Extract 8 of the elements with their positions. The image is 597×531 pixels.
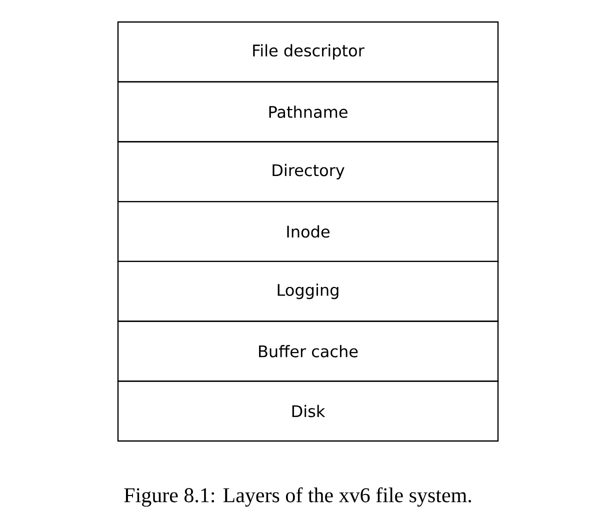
layer-box: Inode	[117, 200, 499, 262]
layer-box: File descriptor	[117, 21, 499, 82]
layer-box: Pathname	[117, 81, 499, 142]
caption: Figure 8.1: Layers of the xv6 file system.	[124, 487, 472, 507]
layer-box: Buffer cache	[117, 320, 499, 382]
layer-box: Disk	[117, 380, 499, 442]
layer-box: Directory	[117, 141, 499, 202]
layer-box: Logging	[117, 260, 499, 322]
